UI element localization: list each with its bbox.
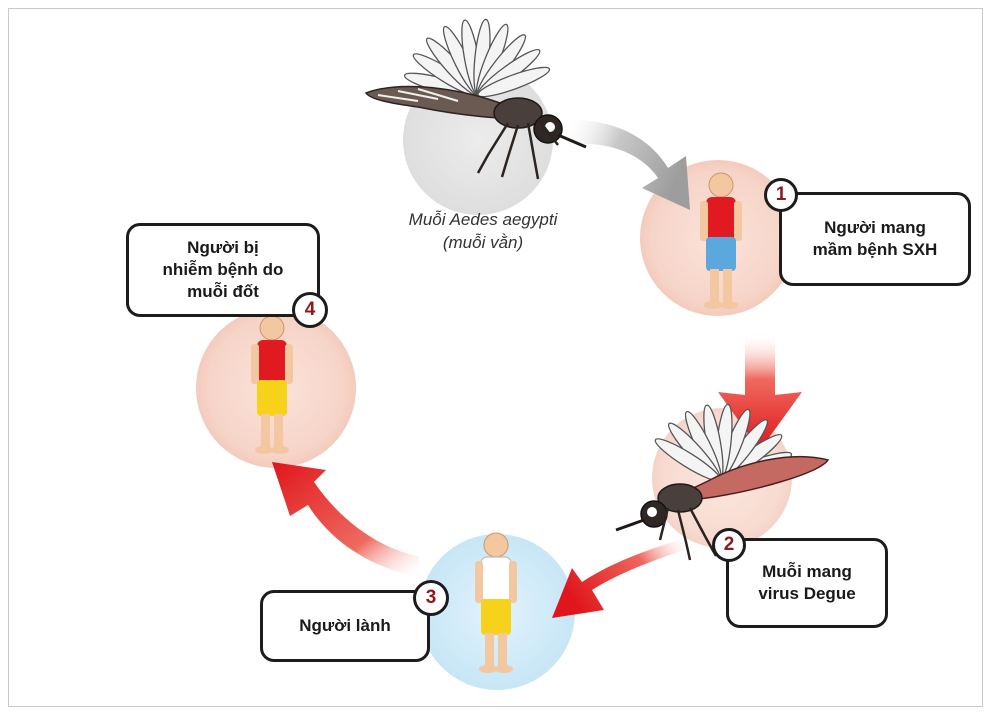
step-4-label: Người bị nhiễm bệnh do muỗi đốt: [162, 238, 284, 301]
person-icon: [475, 532, 517, 673]
mosquito-caption: Muỗi Aedes aegypti (muỗi vằn): [368, 209, 598, 255]
step-3-label: Người lành: [299, 616, 391, 636]
mosquito-icon: [364, 18, 587, 180]
image-frame: [8, 8, 983, 707]
person-icon: [251, 315, 293, 454]
step-2-label: Muỗi mang virus Degue: [758, 562, 856, 603]
step-1-callout: Người mang mầm bệnh SXH: [779, 192, 971, 286]
person-icon: [700, 172, 742, 309]
mosquito-caption-line2: (muỗi vằn): [442, 232, 524, 252]
step-4-number-badge: 4: [292, 292, 328, 328]
step-2-number-badge: 2: [712, 528, 746, 562]
cycle-arrow-icon: [552, 538, 690, 618]
cycle-arrow-icon: [272, 462, 422, 578]
cycle-arrow-icon: [565, 119, 690, 210]
step-3-number-badge: 3: [413, 580, 449, 616]
step-1-number-badge: 1: [764, 178, 798, 212]
mosquito-icon: [615, 403, 830, 561]
step-2-callout: Muỗi mang virus Degue: [726, 538, 888, 628]
step-3-callout: Người lành: [260, 590, 430, 662]
step-1-label: Người mang mầm bệnh SXH: [812, 218, 938, 259]
mosquito-caption-line1: Muỗi Aedes aegypti: [408, 210, 558, 229]
step-4-callout: Người bị nhiễm bệnh do muỗi đốt: [126, 223, 320, 317]
